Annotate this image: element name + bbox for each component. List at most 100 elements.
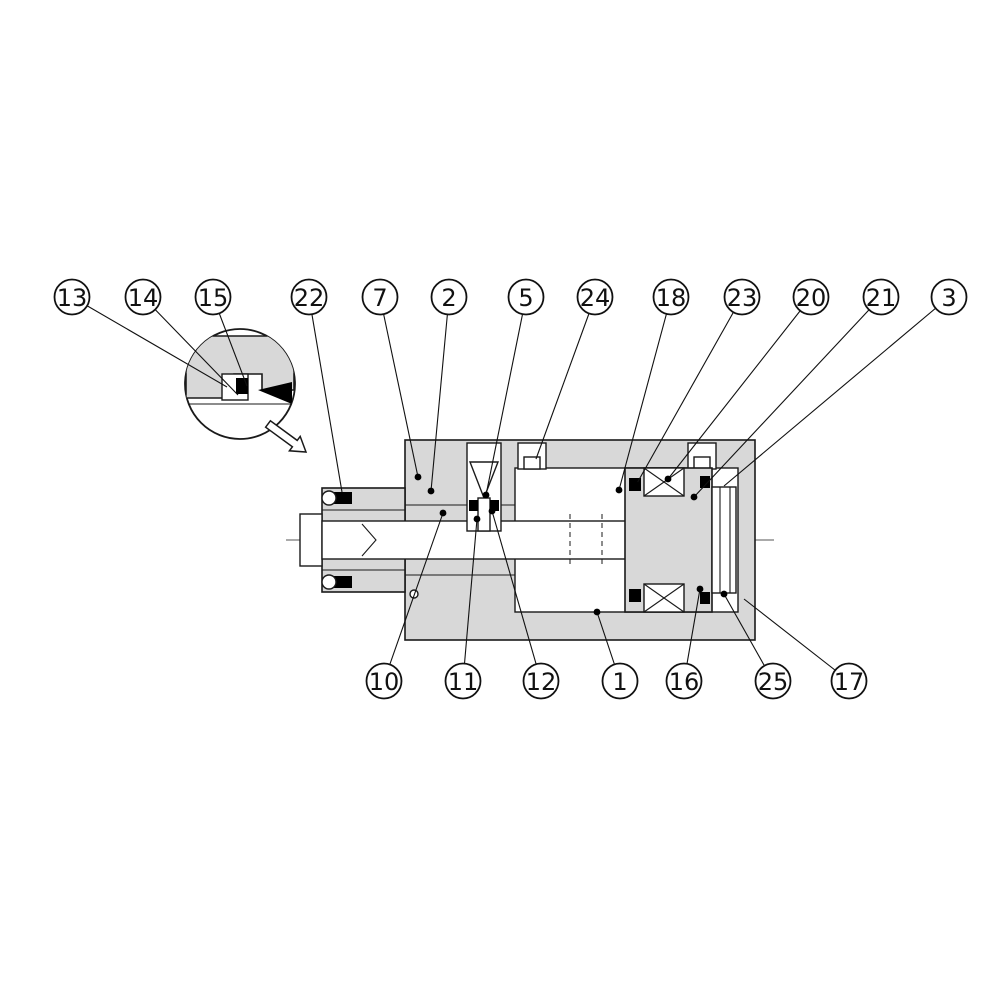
- balloon-circle-13: [53, 278, 91, 316]
- balloon-label-21: 21: [866, 284, 897, 312]
- leader-dot-2: [427, 487, 435, 495]
- balloon-7: 7: [361, 278, 399, 316]
- leader-line-7: [379, 296, 419, 478]
- balloon-label-3: 3: [941, 284, 956, 312]
- balloon-label-7: 7: [372, 284, 387, 312]
- balloon-11: 11: [444, 662, 482, 700]
- balloon-label-5: 5: [518, 284, 533, 312]
- leader-dot-23: [632, 481, 640, 489]
- leader-line-5: [485, 296, 527, 496]
- balloon-17: 17: [830, 662, 868, 700]
- balloon-circle-3: [930, 278, 968, 316]
- balloon-2: 2: [430, 278, 468, 316]
- balloon-22: 22: [290, 278, 328, 316]
- port-left: [517, 442, 547, 470]
- balloon-circle-25: [754, 662, 792, 700]
- detail-view: [184, 328, 308, 453]
- balloon-12: 12: [522, 662, 560, 700]
- balloon-21: 21: [862, 278, 900, 316]
- balloon-circle-7: [361, 278, 399, 316]
- balloon-10: 10: [365, 662, 403, 700]
- leader-line-23: [635, 296, 743, 486]
- leader-lines-layer: [71, 296, 950, 682]
- balloon-label-22: 22: [294, 284, 325, 312]
- leader-line-24: [535, 296, 596, 460]
- wear-band-bottom-x2: [643, 583, 685, 613]
- balloon-circle-11: [444, 662, 482, 700]
- balloon-24: 24: [576, 278, 614, 316]
- balloon-13: 13: [53, 278, 91, 316]
- balloon-16: 16: [665, 662, 703, 700]
- balloon-label-1: 1: [612, 668, 627, 696]
- detail-contents: [185, 335, 295, 405]
- leader-dot-11: [473, 515, 481, 523]
- leader-line-14: [142, 296, 239, 396]
- leader-line-20: [667, 296, 812, 480]
- leader-line-17: [743, 598, 850, 682]
- leader-line-18: [618, 296, 672, 491]
- balloon-label-10: 10: [369, 668, 400, 696]
- end-cap-plate: [711, 486, 737, 594]
- port-left-outer: [517, 442, 547, 470]
- balloon-14: 14: [124, 278, 162, 316]
- balloon-1: 1: [601, 662, 639, 700]
- leader-dot-16: [696, 585, 704, 593]
- balloon-3: 3: [930, 278, 968, 316]
- balloon-label-23: 23: [727, 284, 758, 312]
- balloon-circle-21: [862, 278, 900, 316]
- leader-line-22: [308, 296, 343, 493]
- port-right: [687, 442, 717, 470]
- balloon-circle-16: [665, 662, 703, 700]
- balloon-20: 20: [792, 278, 830, 316]
- leader-dot-5: [482, 491, 490, 499]
- balloon-label-11: 11: [448, 668, 479, 696]
- leader-dot-25: [720, 590, 728, 598]
- leader-dot-12: [488, 507, 496, 515]
- cushion-seal-left: [469, 500, 478, 511]
- rod-end-block: [299, 513, 323, 567]
- balloon-label-2: 2: [441, 284, 456, 312]
- leader-line-11: [462, 518, 478, 682]
- piston-seal-top-right: [700, 476, 710, 488]
- balloon-label-24: 24: [580, 284, 611, 312]
- balloon-circle-10: [365, 662, 403, 700]
- wiper-ring-top: [321, 490, 337, 506]
- balloon-label-12: 12: [526, 668, 557, 696]
- leader-dot-20: [664, 475, 672, 483]
- balloon-label-16: 16: [669, 668, 700, 696]
- leader-line-12: [491, 510, 542, 682]
- balloon-circle-2: [430, 278, 468, 316]
- rod-chamfer-mark: [361, 523, 377, 557]
- piston-seal-bottom-right: [700, 592, 710, 604]
- balloon-circle-18: [652, 278, 690, 316]
- leader-dot-1: [593, 608, 601, 616]
- leader-dot-18: [615, 486, 623, 494]
- balloon-18: 18: [652, 278, 690, 316]
- rod-seal-bottom: [334, 576, 352, 588]
- cushion-stem: [477, 497, 491, 532]
- balloon-circle-24: [576, 278, 614, 316]
- wiper-ring-bottom: [321, 574, 337, 590]
- leader-line-3: [723, 296, 950, 487]
- port-left-inner: [523, 456, 541, 470]
- balloon-label-15: 15: [198, 284, 229, 312]
- leader-line-10: [383, 512, 444, 682]
- bumper-plate: [711, 486, 737, 594]
- balloon-5: 5: [507, 278, 545, 316]
- cushion-valve: [466, 442, 502, 532]
- balloon-label-17: 17: [834, 668, 865, 696]
- balloon-label-13: 13: [57, 284, 88, 312]
- leader-line-13: [71, 296, 228, 388]
- detail-lip-seal: [258, 382, 292, 404]
- balloon-label-25: 25: [758, 668, 789, 696]
- balloon-circle-22: [290, 278, 328, 316]
- balloon-25: 25: [754, 662, 792, 700]
- detail-seal: [236, 378, 248, 394]
- leader-line-2: [430, 296, 450, 492]
- balloon-23: 23: [723, 278, 761, 316]
- leader-dot-21: [690, 493, 698, 501]
- balloon-label-18: 18: [656, 284, 687, 312]
- balloon-circle-1: [601, 662, 639, 700]
